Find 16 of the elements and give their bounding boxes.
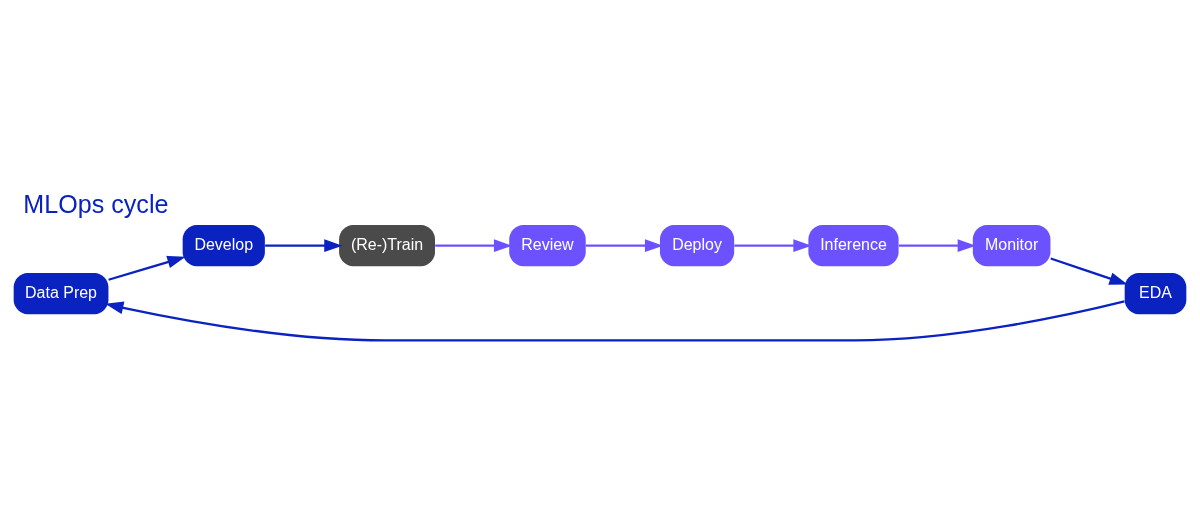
arrow [265, 238, 343, 252]
node-box: Deploy [659, 224, 735, 266]
arrow [435, 238, 513, 252]
arrow [898, 238, 976, 252]
node-box: EDA [1124, 272, 1187, 314]
arrow [1050, 256, 1128, 285]
arrow [108, 255, 186, 281]
arrow [734, 238, 812, 252]
node-box: Review [509, 224, 586, 266]
node-box: Data Prep [13, 272, 109, 314]
diagram-title: MLOps cycle [23, 189, 169, 218]
node-box: Inference [808, 224, 899, 266]
node-box: (Re-)Train [339, 224, 435, 266]
node-box: Develop [182, 224, 265, 266]
arrow [105, 299, 1125, 342]
node-box: Monitor [972, 224, 1051, 266]
